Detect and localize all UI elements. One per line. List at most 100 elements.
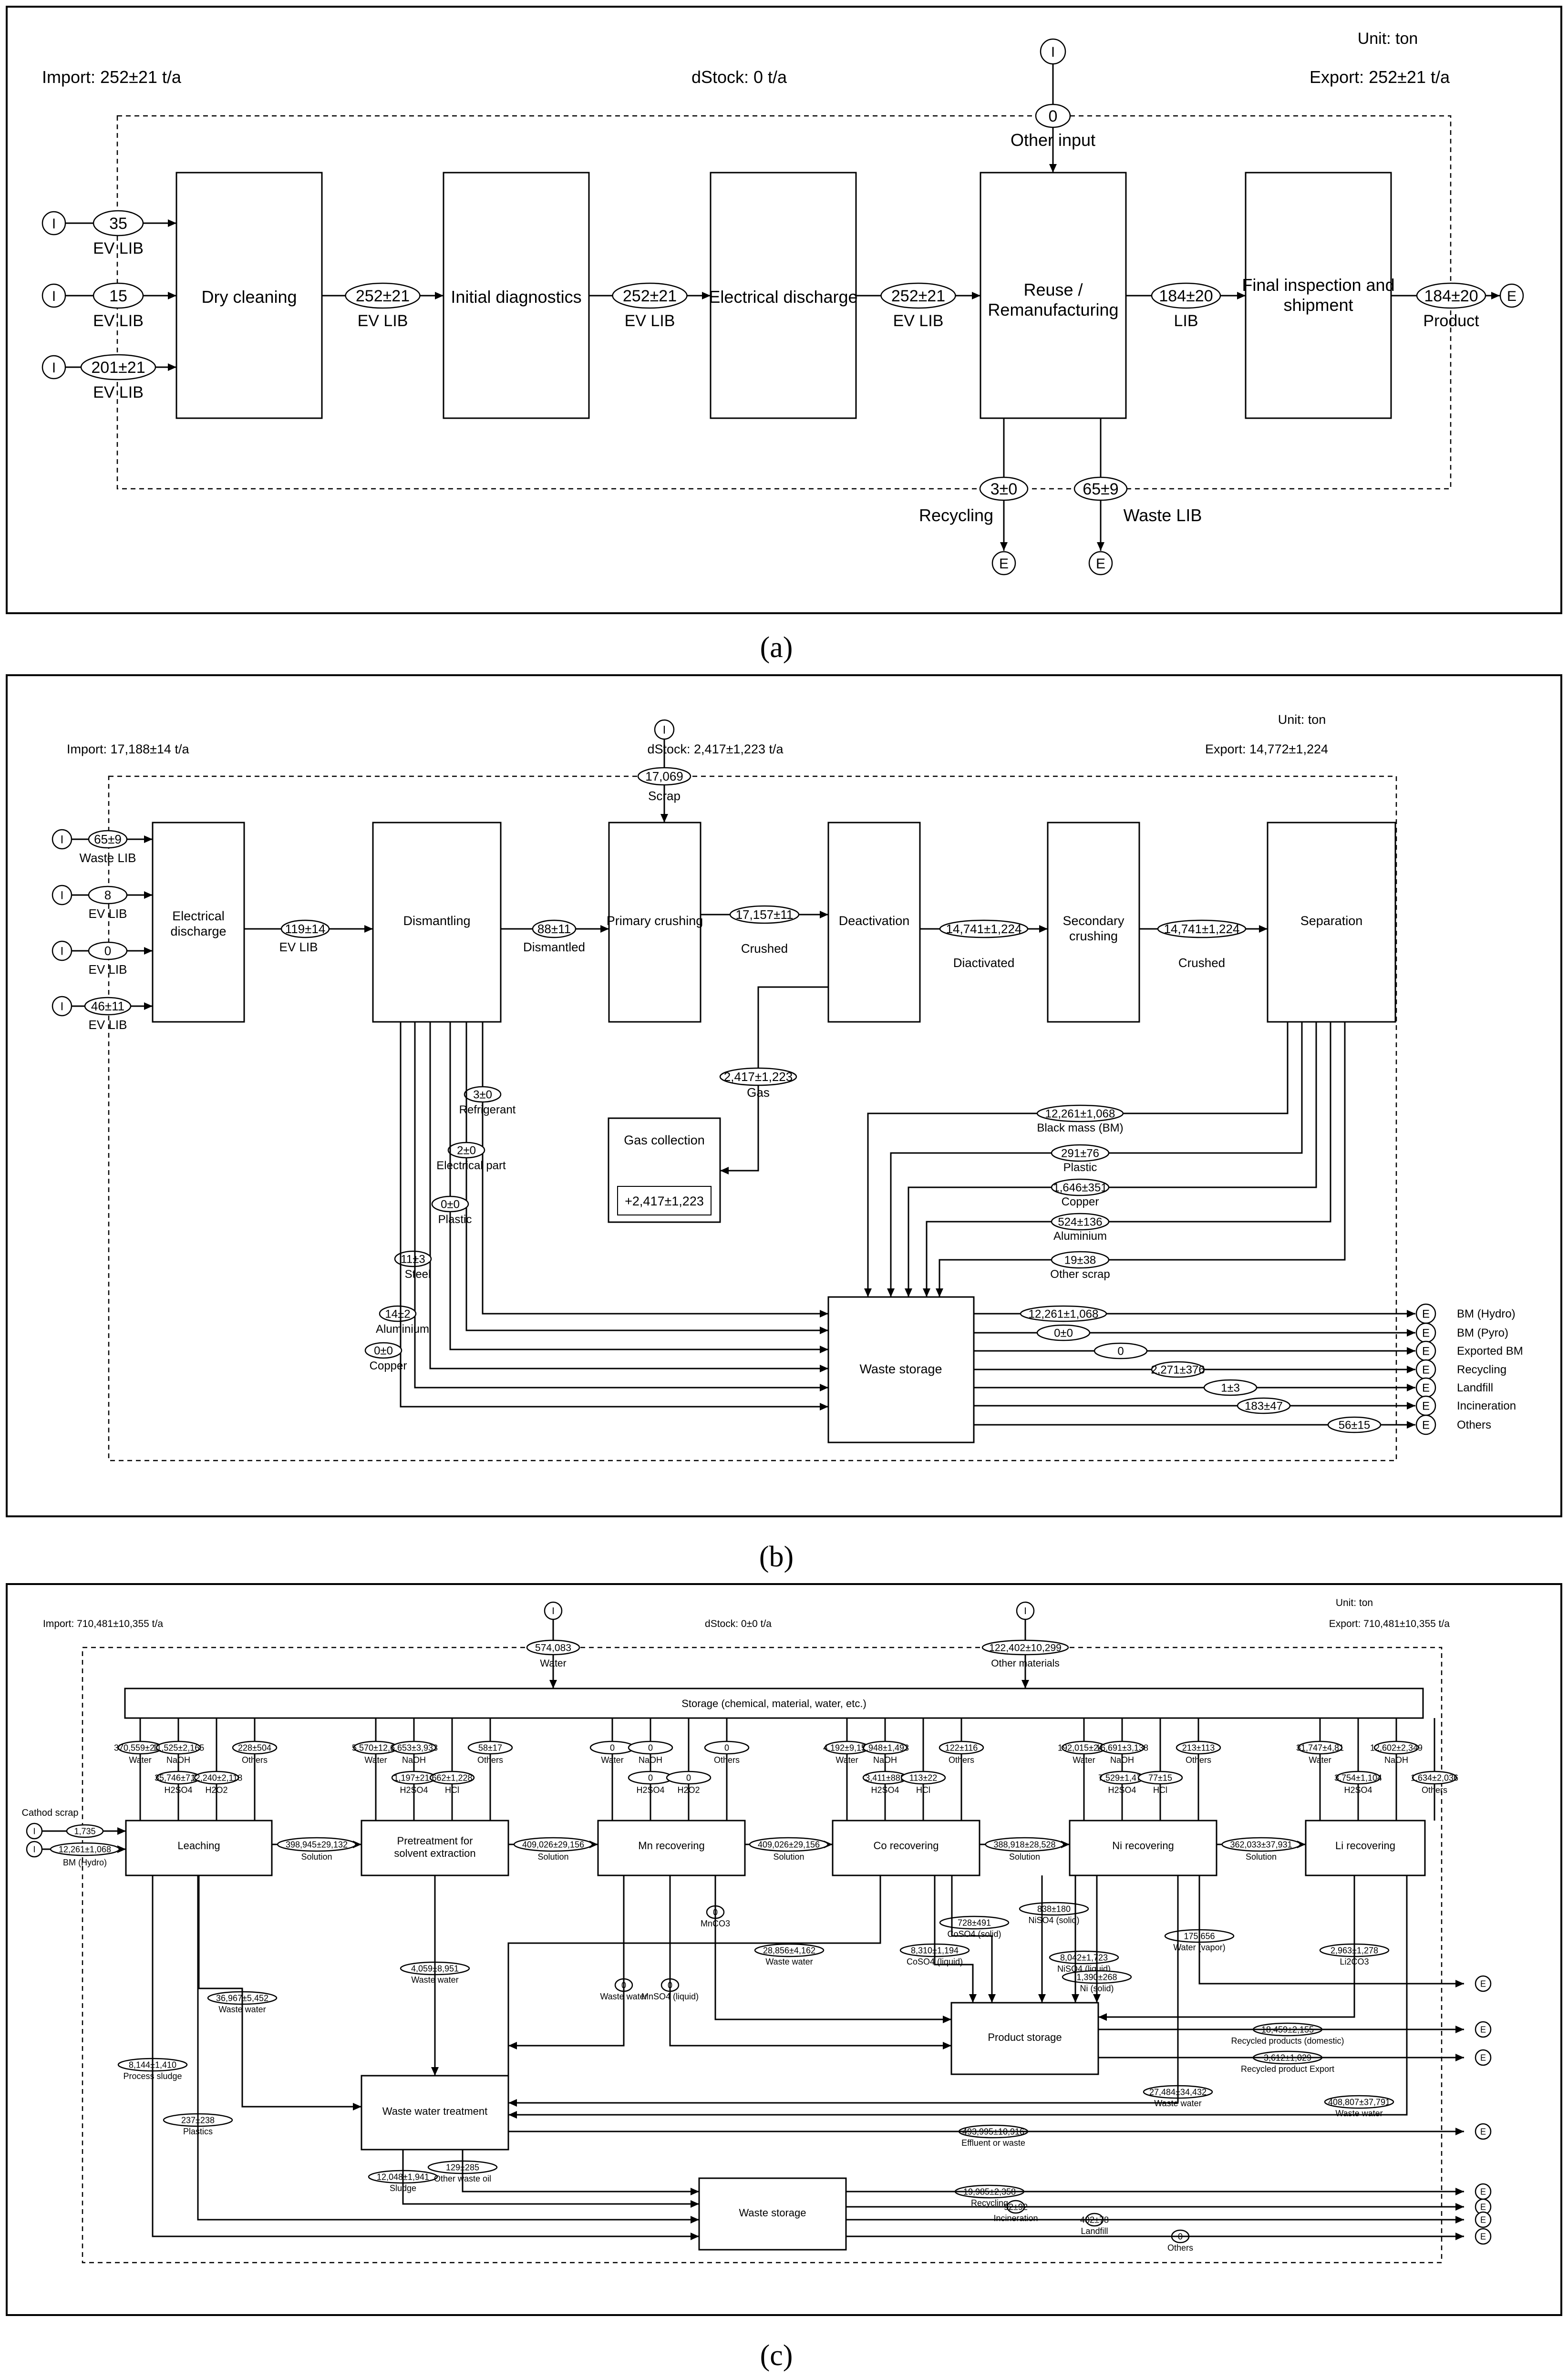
panel-c-domestic-export-node-shape [1475,2021,1492,2038]
panel-c-chem-label-2-2: Others [714,1755,740,1765]
panel-b-separation-oval-0-value: 12,261±1,068 [1045,1107,1115,1120]
process-c-ni-recovering [1069,1820,1217,1876]
panel-c-chem-oval-2-1-value: 0 [648,1743,653,1752]
panel-c-chem-oval-0-2-shape [232,1740,278,1755]
process-b-electrical-discharge-label-2: discharge [170,924,226,938]
panel-c-waste-out-node-1-label: E [1480,2202,1486,2212]
process-b-gas-stock: +2,417±1,223 [625,1194,704,1208]
panel-c-storage-box [124,1688,1424,1719]
panel-c-waste-out-flow-3-head [1455,2233,1464,2240]
panel-b-dismantle-flow-1-head [820,1327,828,1334]
panel-a-export: Export: 252±21 t/a [1310,67,1450,87]
panel-c-solution-oval-3-shape [985,1837,1064,1852]
panel-b-output-oval-0-value: 12,261±1,068 [1029,1307,1099,1320]
panel-b-inflow-oval-3-shape [84,997,132,1016]
panel-a-other-input-label: Other input [1011,130,1095,150]
panel-c-chem-oval-4-4-value: 77±15 [1148,1773,1172,1782]
panel-a-product-oval-value: 184±20 [1424,287,1478,305]
panel-b-output-oval-3-value: 2,271±376 [1151,1363,1205,1376]
panel-c-domestic-export-node-label: E [1480,2025,1486,2034]
panel-b-dismantle-flow-2 [449,1022,828,1350]
panel-c-chem-oval-1-1-value: 6,653±3,933 [390,1743,438,1752]
panel-c-solution-label-2: Solution [773,1852,804,1862]
panel-b-output-oval-4-value: 1±3 [1221,1381,1240,1394]
panel-c-chem-oval-3-2-value: 122±116 [945,1743,978,1752]
panel-b-import-node-0-label: I [61,834,64,846]
panel-c-chem-label-0-0: Water [129,1755,151,1765]
panel-c-coso4-liquid-flow-head [969,1994,977,2003]
panel-b-output-flow-6-head [1407,1421,1415,1429]
panel-b-flow-crushed-1-head [820,911,828,918]
panel-a-inflow-2-head [168,363,176,371]
panel-c-bm-oval-shape [50,1842,120,1856]
panel-a-product-flow-head [1491,292,1500,299]
process-c-pretreatment-label-2: solvent extraction [394,1847,475,1859]
panel-b-gas-oval-value: 2,417±1,223 [724,1070,793,1084]
panel-c-solution-oval-4-shape [1221,1837,1301,1852]
panel-c-li2co3-flow-head [1098,2013,1107,2021]
panel-c-mn-wastewater-flow [508,1875,625,2047]
panel-c-mid-oval-18-shape [1324,2095,1394,2109]
panel-c-mid-label-19: Effluent or waste [961,2138,1025,2148]
panel-b-dismantle-oval-0-shape [464,1086,502,1103]
panel-b-inflow-oval-2-shape [88,941,128,960]
panel-c-plastics-flow-head [691,2216,699,2224]
caption-a: (a) [760,631,793,664]
panel-a-flow-oval-2-value: 252±21 [891,287,945,305]
panel-c-import: Import: 710,481±10,355 t/a [43,1618,163,1629]
panel-c-bm-flow-head [117,1845,126,1853]
process-c-pretreatment-label-1: Pretreatment for [397,1835,473,1847]
panel-b-separation-flow-3 [926,1022,1331,1297]
panel-c-chem-oval-0-1-shape [155,1740,201,1755]
panel-b-output-oval-1-value: 0±0 [1054,1327,1073,1339]
panel-b-output-node-6-shape [1415,1414,1436,1435]
panel-b-separation-label-2: Copper [1062,1195,1099,1208]
process-b-secondary-crushing [1047,822,1140,1023]
panel-c-mid-label-24: Landfill [1081,2226,1108,2236]
panel-b-inflow-label-0: Waste LIB [80,851,136,865]
panel-c-chem-oval-3-1-value: 7,948±1,493 [861,1743,909,1752]
panel-c-chem-oval-4-2-value: 213±113 [1182,1743,1215,1752]
panel-b-output-label-4: Landfill [1457,1381,1493,1394]
panel-b-output-flow-0-head [1407,1310,1415,1318]
process-final-inspection-label-1: Final inspection and [1242,275,1394,295]
panel-a-wastelib-flow-head [1097,542,1104,551]
panel-b-dismantle-flow-0 [482,1022,828,1315]
panel-c-chem-oval-2-3-value: 0 [648,1773,653,1782]
panel-c-chem-oval-5-3-value: 1,634±2,036 [1411,1773,1458,1782]
process-dry-cleaning-label: Dry cleaning [201,287,297,307]
process-c-mn-label: Mn recovering [638,1840,704,1852]
panel-b-flow-diactivated-head [1039,925,1048,933]
panel-b-separation-oval-4-shape [1051,1251,1110,1269]
panel-c-solution-oval-2-value: 409,026±29,156 [758,1840,820,1849]
process-b-gas-stock-box [617,1186,712,1215]
panel-b-output-node-5-label: E [1422,1400,1430,1413]
panel-b-dismantle-oval-4-value: 14±2 [385,1307,410,1320]
panel-b-inflow-oval-1-value: 8 [104,888,111,902]
panel-b-gas-flow-head [720,1167,729,1174]
panel-c-chem-oval-0-4-shape [194,1771,239,1785]
panel-b-scrap-oval-value: 17,069 [645,769,683,783]
panel-c-mid-oval-6-shape [939,1915,1010,1930]
panel-a-flow-lib-oval-shape [1151,282,1221,309]
panel-b-output-flow-5-head [1407,1402,1415,1410]
caption-c: (c) [760,2339,793,2372]
panel-c-vapor-flow [1198,1875,1464,1985]
panel-b-scrap-label: Scrap [648,789,681,803]
panel-c-ni-solid-flow-head [1093,1994,1101,2003]
panel-b-import: Import: 17,188±14 t/a [67,742,189,756]
panel-c-chem-oval-1-2-shape [467,1740,513,1755]
panel-b-output-oval-4-shape [1203,1379,1258,1396]
panel-c-other-oval-shape [981,1639,1069,1656]
panel-c-solution-oval-3-value: 388,918±28,528 [994,1840,1056,1849]
panel-b-dismantle-oval-3-value: 11±3 [401,1253,425,1266]
panel-a-other-input-oval-value: 0 [1049,107,1058,125]
process-c-leaching-label: Leaching [177,1840,220,1852]
panel-c-cathod-node-label: I [33,1826,35,1836]
panel-b-dismantle-flow-5-head [820,1403,828,1410]
panel-b-output-label-6: Others [1457,1419,1491,1431]
panel-c-water-oval-value: 574,083 [535,1642,571,1653]
panel-c-chem-oval-0-4-value: 12,240±2,118 [191,1773,243,1782]
panel-c-solution-label-0: Solution [301,1852,332,1862]
